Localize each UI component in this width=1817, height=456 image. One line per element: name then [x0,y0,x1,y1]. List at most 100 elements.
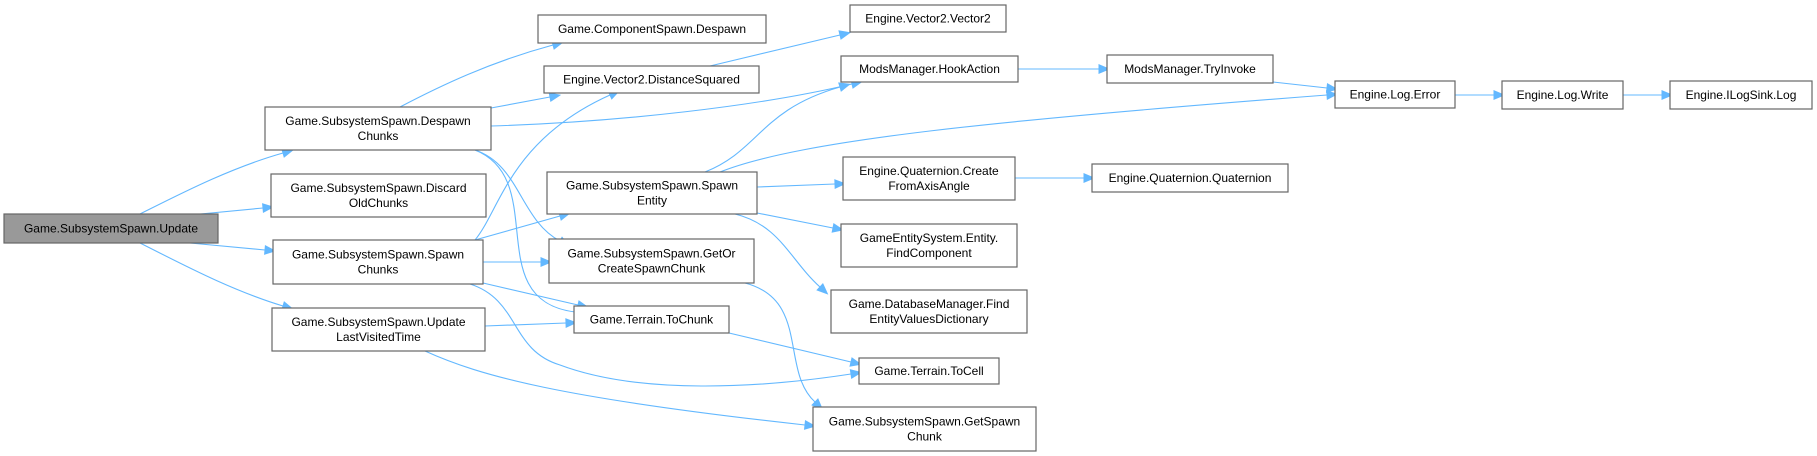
edge-spawnChunks-to-toCell [469,283,863,387]
node-label: Chunks [358,263,399,277]
node-toCell[interactable]: Game.Terrain.ToCell [858,357,1000,385]
node-box[interactable] [849,4,1007,33]
edge-line [709,34,841,67]
node-box[interactable] [1669,80,1813,110]
node-update[interactable]: Game.SubsystemSpawn.Update [3,213,219,244]
node-box[interactable] [812,406,1037,452]
arrowhead-icon [816,283,829,295]
node-box[interactable] [573,305,730,334]
node-box[interactable] [546,171,758,215]
arrowhead-icon [834,179,847,189]
edge-updateLastVisited-to-getSpawnChunk [424,350,817,430]
node-label: Chunk [907,430,943,444]
node-updateLastVisited[interactable]: Game.SubsystemSpawn.UpdateLastVisitedTim… [271,307,486,352]
node-label: Chunks [358,129,399,143]
node-label: GameEntitySystem.Entity. [860,231,999,245]
node-box[interactable] [830,289,1028,334]
arrowhead-icon [565,318,578,328]
node-box[interactable] [3,213,219,244]
node-box[interactable] [1501,80,1624,110]
edge-line [756,212,834,229]
node-label: EntityValuesDictionary [869,312,988,326]
edge-hookAction-to-tryInvoke [1018,64,1111,74]
node-box[interactable] [842,156,1016,201]
arrowhead-icon [264,245,277,255]
edge-line [719,94,1328,173]
node-label: OldChunks [349,196,408,210]
node-findEntityValues[interactable]: Game.DatabaseManager.FindEntityValuesDic… [830,289,1028,334]
node-findComponent[interactable]: GameEntitySystem.Entity.FindComponent [840,223,1018,268]
node-toChunk[interactable]: Game.Terrain.ToChunk [573,305,730,334]
node-box[interactable] [271,307,486,352]
node-label: Game.SubsystemSpawn.Spawn [292,248,464,262]
node-label: LastVisitedTime [336,330,421,344]
edge-update-to-spawnChunks [189,242,277,255]
node-label: Engine.Log.Error [1350,88,1441,102]
edge-line [424,350,806,426]
arrowhead-icon [849,357,862,367]
node-box[interactable] [1106,54,1274,84]
node-label: ModsManager.HookAction [859,62,1000,76]
edge-toChunk-to-toCell [728,332,862,367]
node-label: Game.SubsystemSpawn.Update [291,315,465,329]
node-box[interactable] [270,173,487,218]
node-label: Game.DatabaseManager.Find [849,297,1010,311]
node-logWrite[interactable]: Engine.Log.Write [1501,80,1624,110]
arrowhead-icon [540,257,553,267]
node-label: Game.SubsystemSpawn.GetSpawn [829,415,1020,429]
edge-spawnChunks-to-toChunk [482,282,590,310]
node-tryInvoke[interactable]: ModsManager.TryInvoke [1106,54,1274,84]
edge-line [474,149,561,242]
arrowhead-icon [1493,90,1506,100]
edge-line [728,332,852,363]
node-label: Game.ComponentSpawn.Despawn [558,22,746,36]
node-box[interactable] [1334,80,1456,109]
node-box[interactable] [272,239,484,285]
edge-update-to-despawnChunks [139,148,294,215]
node-label: Engine.Log.Write [1517,88,1609,102]
node-label: Engine.Vector2.Vector2 [865,12,991,26]
node-label: Engine.Vector2.DistanceSquared [563,73,740,87]
edge-line [734,213,821,288]
edge-spawnChunks-to-getOrCreate [483,257,553,267]
node-box[interactable] [858,357,1000,385]
edge-spawnEntity-to-findEntityValues [734,213,829,295]
node-box[interactable] [543,65,760,94]
node-distanceSquared[interactable]: Engine.Vector2.DistanceSquared [543,65,760,94]
node-box[interactable] [548,238,755,284]
node-logError[interactable]: Engine.Log.Error [1334,80,1456,109]
node-componentDespawn[interactable]: Game.ComponentSpawn.Despawn [537,14,767,44]
edge-spawnEntity-to-hookAction [704,82,851,173]
arrowhead-icon [803,420,817,430]
edge-line [189,242,266,251]
node-box[interactable] [264,106,492,151]
arrowhead-icon [838,30,851,40]
nodes-layer: Game.SubsystemSpawn.UpdateGame.Subsystem… [3,4,1813,452]
node-getOrCreate[interactable]: Game.SubsystemSpawn.GetOrCreateSpawnChun… [548,238,755,284]
node-quaternionCtor[interactable]: Engine.Quaternion.Quaternion [1091,163,1289,193]
node-box[interactable] [537,14,767,44]
edge-spawnEntity-to-logError [719,90,1339,173]
node-box[interactable] [840,223,1018,268]
edge-line [474,215,561,241]
edge-spawnEntity-to-findComponent [756,212,845,233]
edge-update-to-discardOld [189,203,275,216]
node-label: FindComponent [886,246,972,260]
node-vector2ctor[interactable]: Engine.Vector2.Vector2 [849,4,1007,33]
edge-line [704,86,841,173]
edge-createFromAxis-to-quaternionCtor [1015,173,1096,183]
edge-line [469,283,852,387]
node-label: Game.Terrain.ToChunk [590,313,714,327]
node-box[interactable] [1091,163,1289,193]
node-box[interactable] [840,55,1019,83]
node-hookAction[interactable]: ModsManager.HookAction [840,55,1019,83]
node-logSink[interactable]: Engine.ILogSink.Log [1669,80,1813,110]
node-label: Engine.ILogSink.Log [1686,88,1797,102]
